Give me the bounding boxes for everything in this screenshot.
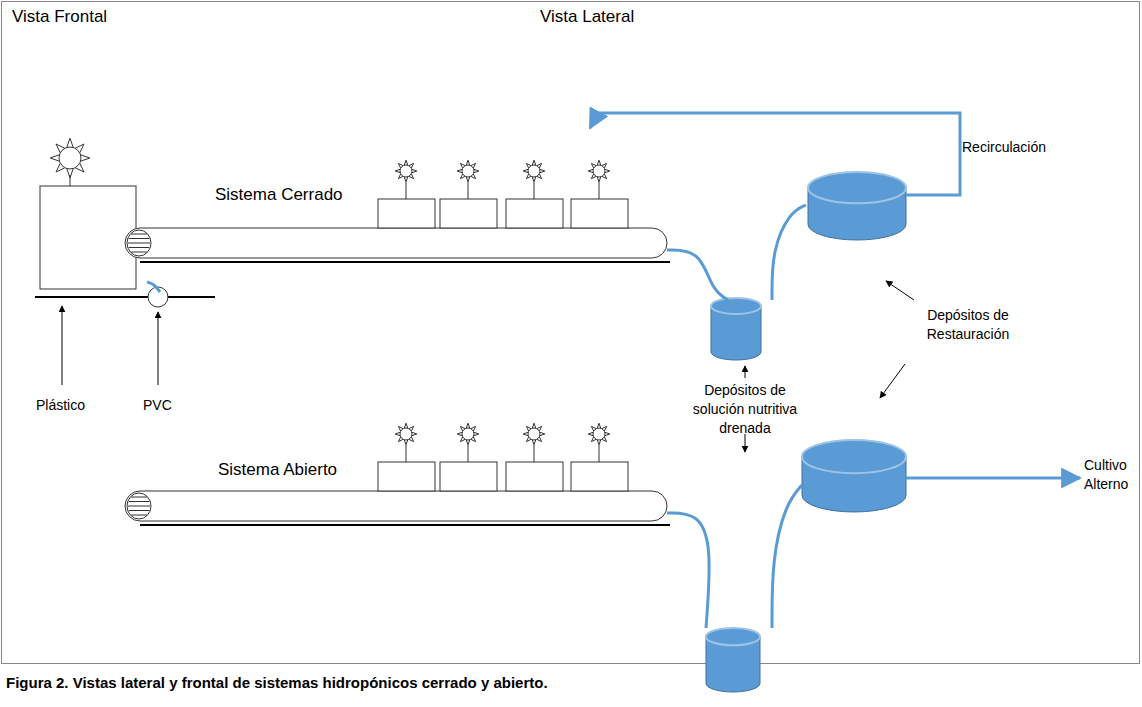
grow-cube [506, 462, 563, 491]
plant-stem [534, 182, 535, 199]
pump-pipe [772, 485, 802, 628]
pvc-tube [125, 228, 667, 258]
plant-stem [599, 182, 600, 199]
plant-icon [395, 160, 417, 182]
part-label: PVC [143, 396, 172, 415]
plant-icon [523, 160, 545, 182]
tube-end [127, 493, 151, 519]
outflow-line [906, 477, 1080, 480]
leader-arrow [745, 434, 746, 452]
part-label: Plástico [36, 396, 85, 415]
plant-stem [406, 182, 407, 199]
plant-icon [457, 423, 479, 445]
plant-icon [50, 138, 90, 178]
drain-pipe [667, 513, 709, 628]
tank-label: Depósitos de solución nutritiva drenada [682, 381, 808, 438]
pump-pipe [772, 205, 806, 300]
leader-arrow [62, 306, 63, 385]
view-title: Vista Lateral [540, 6, 634, 29]
tank [802, 440, 906, 512]
plant-stem [534, 445, 535, 462]
plant-icon [523, 423, 545, 445]
grow-cube [440, 199, 497, 228]
plant-stem [468, 182, 469, 199]
system-label: Sistema Abierto [218, 459, 337, 482]
recirculation-line [590, 113, 960, 195]
plant-icon [395, 423, 417, 445]
plant-stem [70, 175, 71, 186]
drip-line [147, 282, 160, 292]
grow-cube [40, 186, 136, 289]
plant-icon [457, 160, 479, 182]
plant-icon [588, 160, 610, 182]
grow-cube [506, 199, 563, 228]
tube-end [127, 230, 151, 256]
leader-arrow [886, 281, 914, 300]
grow-cube [571, 462, 628, 491]
leader-arrow [158, 312, 159, 385]
plant-stem [406, 445, 407, 462]
view-title: Vista Frontal [12, 6, 107, 29]
grow-cube [378, 462, 435, 491]
plant-icon [588, 423, 610, 445]
plastic-sheet [140, 261, 670, 263]
leader-arrow [880, 364, 905, 398]
tank [711, 298, 761, 360]
plastic-sheet [35, 296, 215, 298]
drain-pipe [667, 250, 728, 300]
flow-label: Recirculación [962, 138, 1046, 157]
pvc-tube [125, 491, 667, 521]
grow-cube [571, 199, 628, 228]
grow-cube [440, 462, 497, 491]
plant-stem [599, 445, 600, 462]
tank-label: Depósitos de Restauración [912, 306, 1024, 344]
frame [2, 2, 1140, 664]
tank [706, 628, 760, 692]
system-label: Sistema Cerrado [215, 184, 343, 207]
grow-cube [378, 199, 435, 228]
tank [808, 172, 906, 240]
figure-caption: Figura 2. Vistas lateral y frontal de si… [6, 674, 548, 691]
plastic-sheet [140, 524, 670, 526]
plant-stem [468, 445, 469, 462]
outlet-label: Cultivo Alterno [1084, 456, 1138, 494]
leader-arrow [745, 366, 746, 378]
